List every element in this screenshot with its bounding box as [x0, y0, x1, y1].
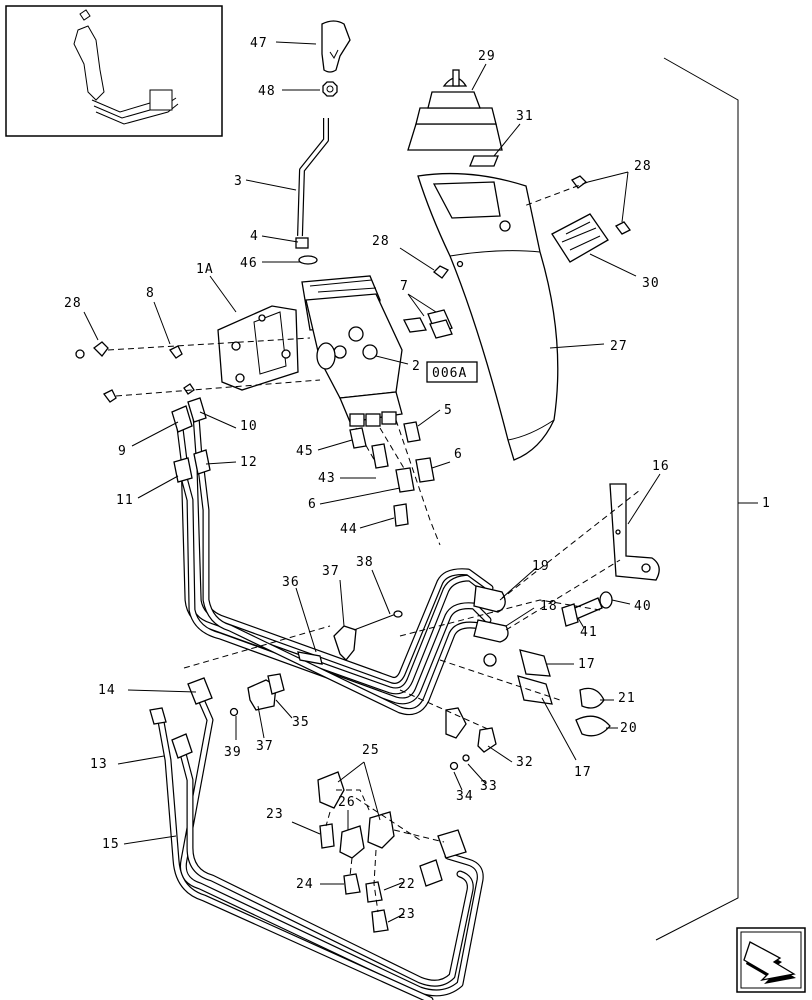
- boot-29: [407, 69, 503, 151]
- callout-26: 26: [338, 795, 356, 810]
- tube-bundle-lower: [149, 677, 484, 1000]
- callout-46: 46: [240, 256, 258, 271]
- callout-7: 7: [400, 279, 409, 294]
- callout-28-top: 28: [634, 159, 652, 174]
- callout-10: 10: [240, 419, 258, 434]
- callout-25: 25: [362, 743, 380, 758]
- callout-2: 2: [412, 359, 421, 374]
- couplers: [399, 489, 641, 737]
- screw-28-mid: [433, 260, 464, 279]
- console-27: [417, 172, 559, 461]
- assembly-bracket: [655, 57, 758, 941]
- reference-link-006a[interactable]: 006A: [426, 361, 478, 383]
- callout-43: 43: [318, 471, 336, 486]
- bolt-41: [561, 591, 613, 627]
- control-valve-2: [301, 275, 441, 546]
- callout-17-top: 17: [578, 657, 596, 672]
- callout-37-top: 37: [322, 564, 340, 579]
- callout-28-mid: 28: [372, 234, 390, 249]
- callout-23-top: 23: [266, 807, 284, 822]
- callout-18: 18: [540, 599, 558, 614]
- inset-thumbnail: [5, 5, 223, 137]
- callout-39: 39: [224, 745, 242, 760]
- tube-bundle-upper: [171, 397, 496, 716]
- callout-30: 30: [642, 276, 660, 291]
- callout-3: 3: [234, 174, 243, 189]
- callout-20: 20: [620, 721, 638, 736]
- bracket-16: [609, 483, 660, 581]
- clamps: [183, 610, 403, 717]
- callout-11: 11: [116, 493, 134, 508]
- nut-48: [322, 81, 338, 97]
- callout-34: 34: [456, 789, 474, 804]
- callout-1a: 1A: [196, 262, 214, 277]
- bolts-left: [75, 337, 321, 403]
- callout-13: 13: [90, 757, 108, 772]
- callout-15: 15: [102, 837, 120, 852]
- callout-16: 16: [652, 459, 670, 474]
- elbows-7: [403, 309, 453, 339]
- callout-48: 48: [258, 84, 276, 99]
- screw-28-top: [523, 175, 631, 235]
- elbow-fittings-lower: [317, 771, 445, 933]
- callout-12: 12: [240, 455, 258, 470]
- mount-plate-1a: [217, 305, 299, 391]
- callout-45: 45: [296, 444, 314, 459]
- callout-23-bottom: 23: [398, 907, 416, 922]
- callout-9: 9: [118, 444, 127, 459]
- callout-19: 19: [532, 559, 550, 574]
- callout-5: 5: [444, 403, 453, 418]
- callout-24: 24: [296, 877, 314, 892]
- knob-47: [321, 20, 351, 73]
- callout-22: 22: [398, 877, 416, 892]
- callout-47: 47: [250, 36, 268, 51]
- callout-31: 31: [516, 109, 534, 124]
- lever-rod-3: [295, 118, 329, 265]
- callout-29: 29: [478, 49, 496, 64]
- callout-labels: 47 48 29 31 28 3 4 46 28 1A 8 28 7 30 27…: [64, 36, 771, 922]
- reference-link-label: 006A: [432, 366, 467, 381]
- callout-1: 1: [762, 496, 771, 511]
- callout-37-bottom: 37: [256, 739, 274, 754]
- callout-41: 41: [580, 625, 598, 640]
- callout-27: 27: [610, 339, 628, 354]
- callout-6-left: 6: [308, 497, 317, 512]
- decal-30: [551, 213, 609, 263]
- callout-35: 35: [292, 715, 310, 730]
- callout-17-bottom: 17: [574, 765, 592, 780]
- callout-6-right: 6: [454, 447, 463, 462]
- callout-28-left: 28: [64, 296, 82, 311]
- callout-4: 4: [250, 229, 259, 244]
- callout-40: 40: [634, 599, 652, 614]
- decal-31: [469, 155, 499, 167]
- fittings-valve: [349, 421, 435, 527]
- leader-lines: [83, 41, 661, 923]
- callout-14: 14: [98, 683, 116, 698]
- clips: [399, 689, 497, 771]
- callout-44: 44: [340, 522, 358, 537]
- callout-8: 8: [146, 286, 155, 301]
- callout-38: 38: [356, 555, 374, 570]
- callout-21: 21: [618, 691, 636, 706]
- callout-36: 36: [282, 575, 300, 590]
- callout-33: 33: [480, 779, 498, 794]
- callout-32: 32: [516, 755, 534, 770]
- next-page-arrow-icon[interactable]: [736, 927, 806, 993]
